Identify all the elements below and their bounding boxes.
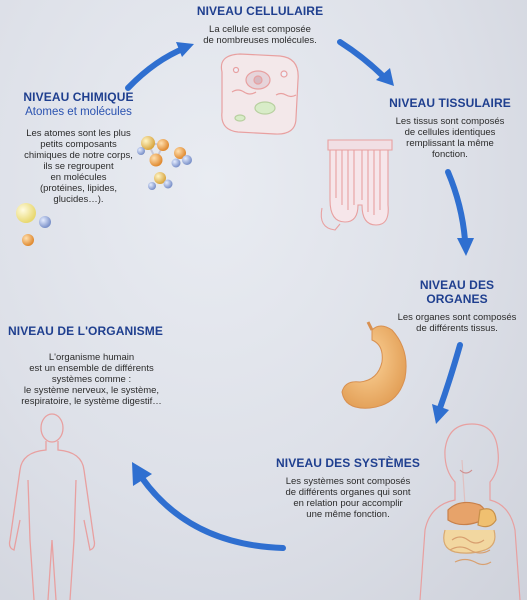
digestive-system-illustration-icon xyxy=(419,423,521,600)
level-organes-description: Les organes sont composés de différents … xyxy=(397,312,517,334)
level-cellulaire: NIVEAU CELLULAIRE La cellule est composé… xyxy=(180,4,340,46)
level-systemes-title: NIVEAU DES SYSTÈMES xyxy=(276,456,420,470)
level-systemes-description: Les systèmes sont composés de différents… xyxy=(285,476,411,520)
cycle-arrows xyxy=(125,39,474,551)
level-organes: NIVEAU DES ORGANES Les organes sont comp… xyxy=(388,278,526,334)
arrow-cellulaire-to-tissulaire xyxy=(337,39,388,81)
level-chimique: NIVEAU CHIMIQUE Atomes et molécules Les … xyxy=(16,90,141,205)
level-chimique-title: NIVEAU CHIMIQUE xyxy=(23,90,134,104)
level-tissulaire-title: NIVEAU TISSULAIRE xyxy=(389,96,511,110)
cell-illustration-icon xyxy=(220,53,299,135)
molecules-illustration-icon xyxy=(16,136,192,246)
level-systemes: NIVEAU DES SYSTÈMES Les systèmes sont co… xyxy=(272,456,424,520)
arrow-tissulaire-to-organes xyxy=(445,169,468,243)
level-chimique-subtitle: Atomes et molécules xyxy=(25,106,132,118)
level-organisme-title: NIVEAU DE L'ORGANISME xyxy=(8,324,163,338)
arrow-organes-to-systemes xyxy=(437,342,463,411)
arrow-systemes-to-organisme xyxy=(139,475,286,551)
level-cellulaire-description: La cellule est composée de nombreuses mo… xyxy=(203,24,317,46)
level-organisme-description: L'organisme humain est un ensemble de di… xyxy=(21,352,162,407)
level-chimique-description: Les atomes sont les plus petits composan… xyxy=(24,128,133,205)
level-tissulaire-description: Les tissus sont composés de cellules ide… xyxy=(395,116,505,160)
level-tissulaire: NIVEAU TISSULAIRE Les tissus sont compos… xyxy=(380,96,520,160)
stomach-illustration-icon xyxy=(341,321,407,409)
tissue-illustration-icon xyxy=(320,139,393,231)
level-cellulaire-title: NIVEAU CELLULAIRE xyxy=(196,4,324,18)
level-organes-title: NIVEAU DES ORGANES xyxy=(419,278,495,306)
human-body-outline-icon xyxy=(8,413,96,600)
arrow-chimique-to-cellulaire xyxy=(125,45,188,91)
level-organisme: NIVEAU DE L'ORGANISME L'organisme humain… xyxy=(4,324,179,407)
